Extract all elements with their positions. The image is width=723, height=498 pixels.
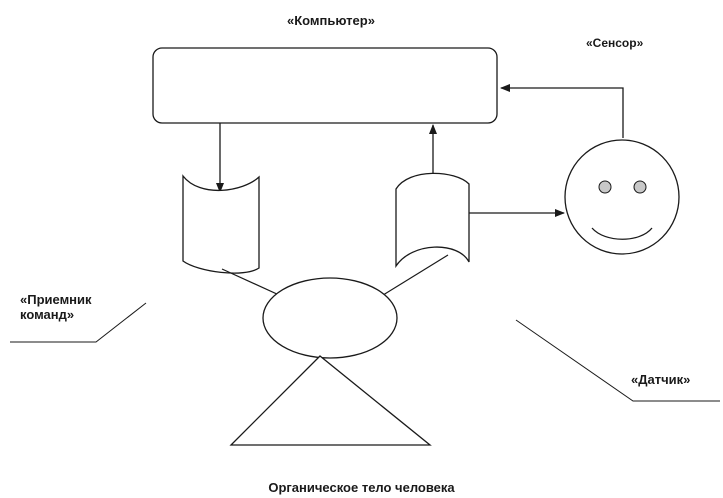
- diagram-caption: Органическое тело человека: [268, 480, 455, 495]
- body-triangle: [229, 355, 432, 446]
- sensor-feedback-line: [500, 84, 624, 138]
- right-eye: [633, 180, 647, 194]
- connector-detector-to-body: [374, 254, 449, 301]
- receiver-label: «Приемник команд»: [20, 292, 92, 322]
- detector-label: «Датчик»: [631, 372, 691, 387]
- receiver-label-line1: «Приемник: [20, 292, 92, 307]
- detector-leader-line: [515, 319, 720, 402]
- smiley-face-icon: [564, 139, 680, 255]
- receiver-scroll: [182, 174, 260, 274]
- smile: [591, 227, 653, 240]
- left-eye: [598, 180, 612, 194]
- body-head-ellipse: [262, 277, 398, 359]
- sensor-label: «Сенсор»: [586, 36, 644, 50]
- detector-scroll: [395, 172, 470, 269]
- computer-label: «Компьютер»: [287, 13, 375, 28]
- computer-box: [152, 47, 498, 124]
- receiver-leader-line: [10, 302, 147, 343]
- receiver-label-line2: команд»: [20, 307, 75, 322]
